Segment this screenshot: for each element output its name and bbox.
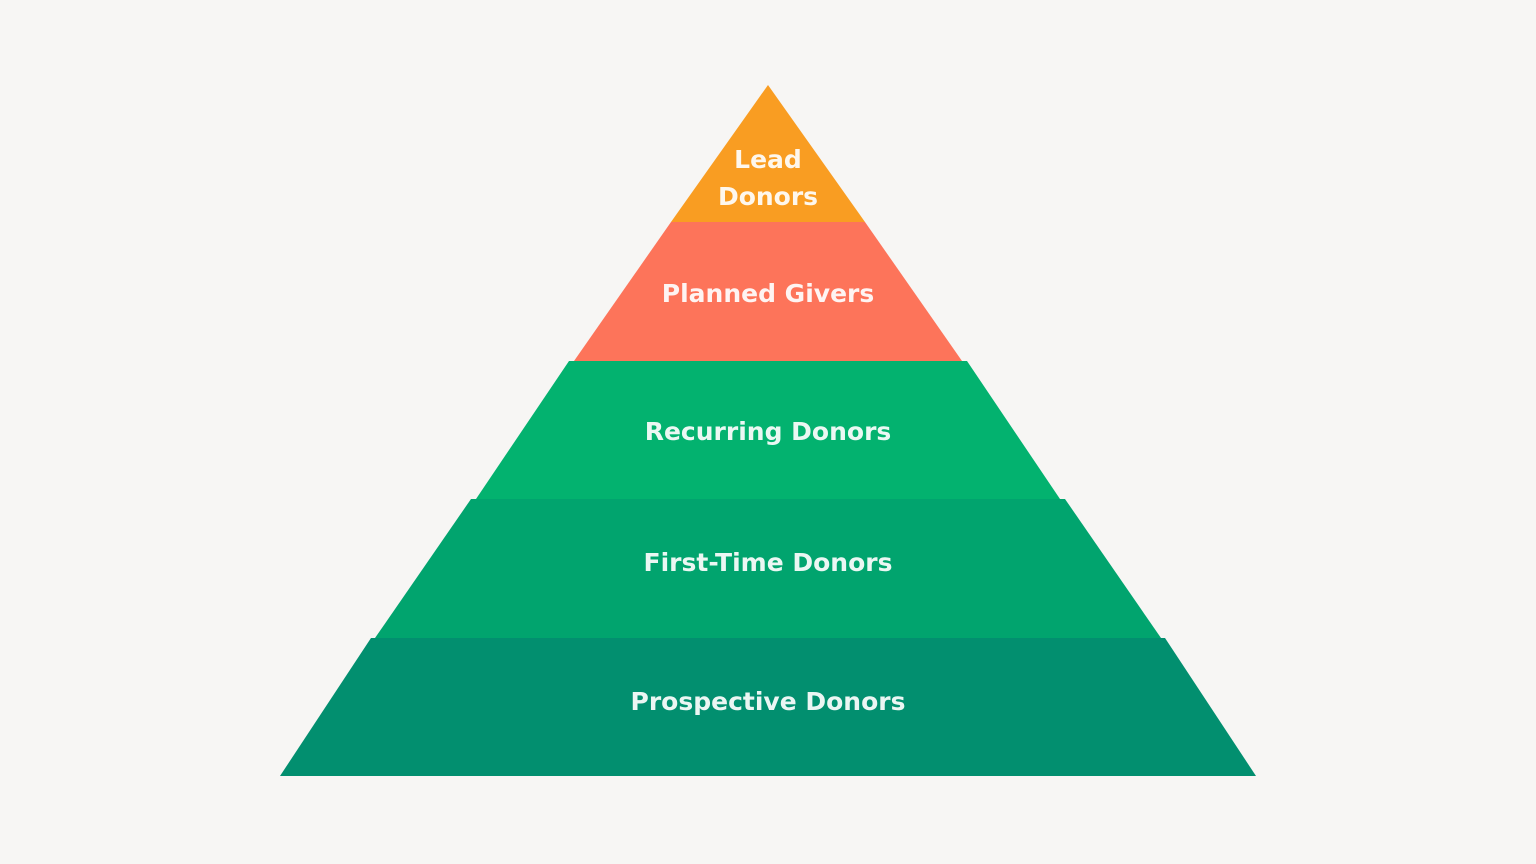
tier-first-time-donors xyxy=(375,499,1161,638)
tier-label-planned-givers: Planned Givers xyxy=(662,279,874,308)
tier-lead-donors xyxy=(671,85,865,222)
tier-label-lead-line2: Donors xyxy=(718,182,818,211)
tier-recurring-donors xyxy=(476,361,1060,499)
tier-planned-givers xyxy=(574,222,962,361)
tier-prospective-donors xyxy=(280,638,1256,776)
tier-label-recurring-donors: Recurring Donors xyxy=(645,417,892,446)
tier-label-first-time-donors: First-Time Donors xyxy=(644,548,893,577)
tier-label-lead-line1: Lead xyxy=(734,145,802,174)
tier-label-prospective-donors: Prospective Donors xyxy=(631,687,906,716)
